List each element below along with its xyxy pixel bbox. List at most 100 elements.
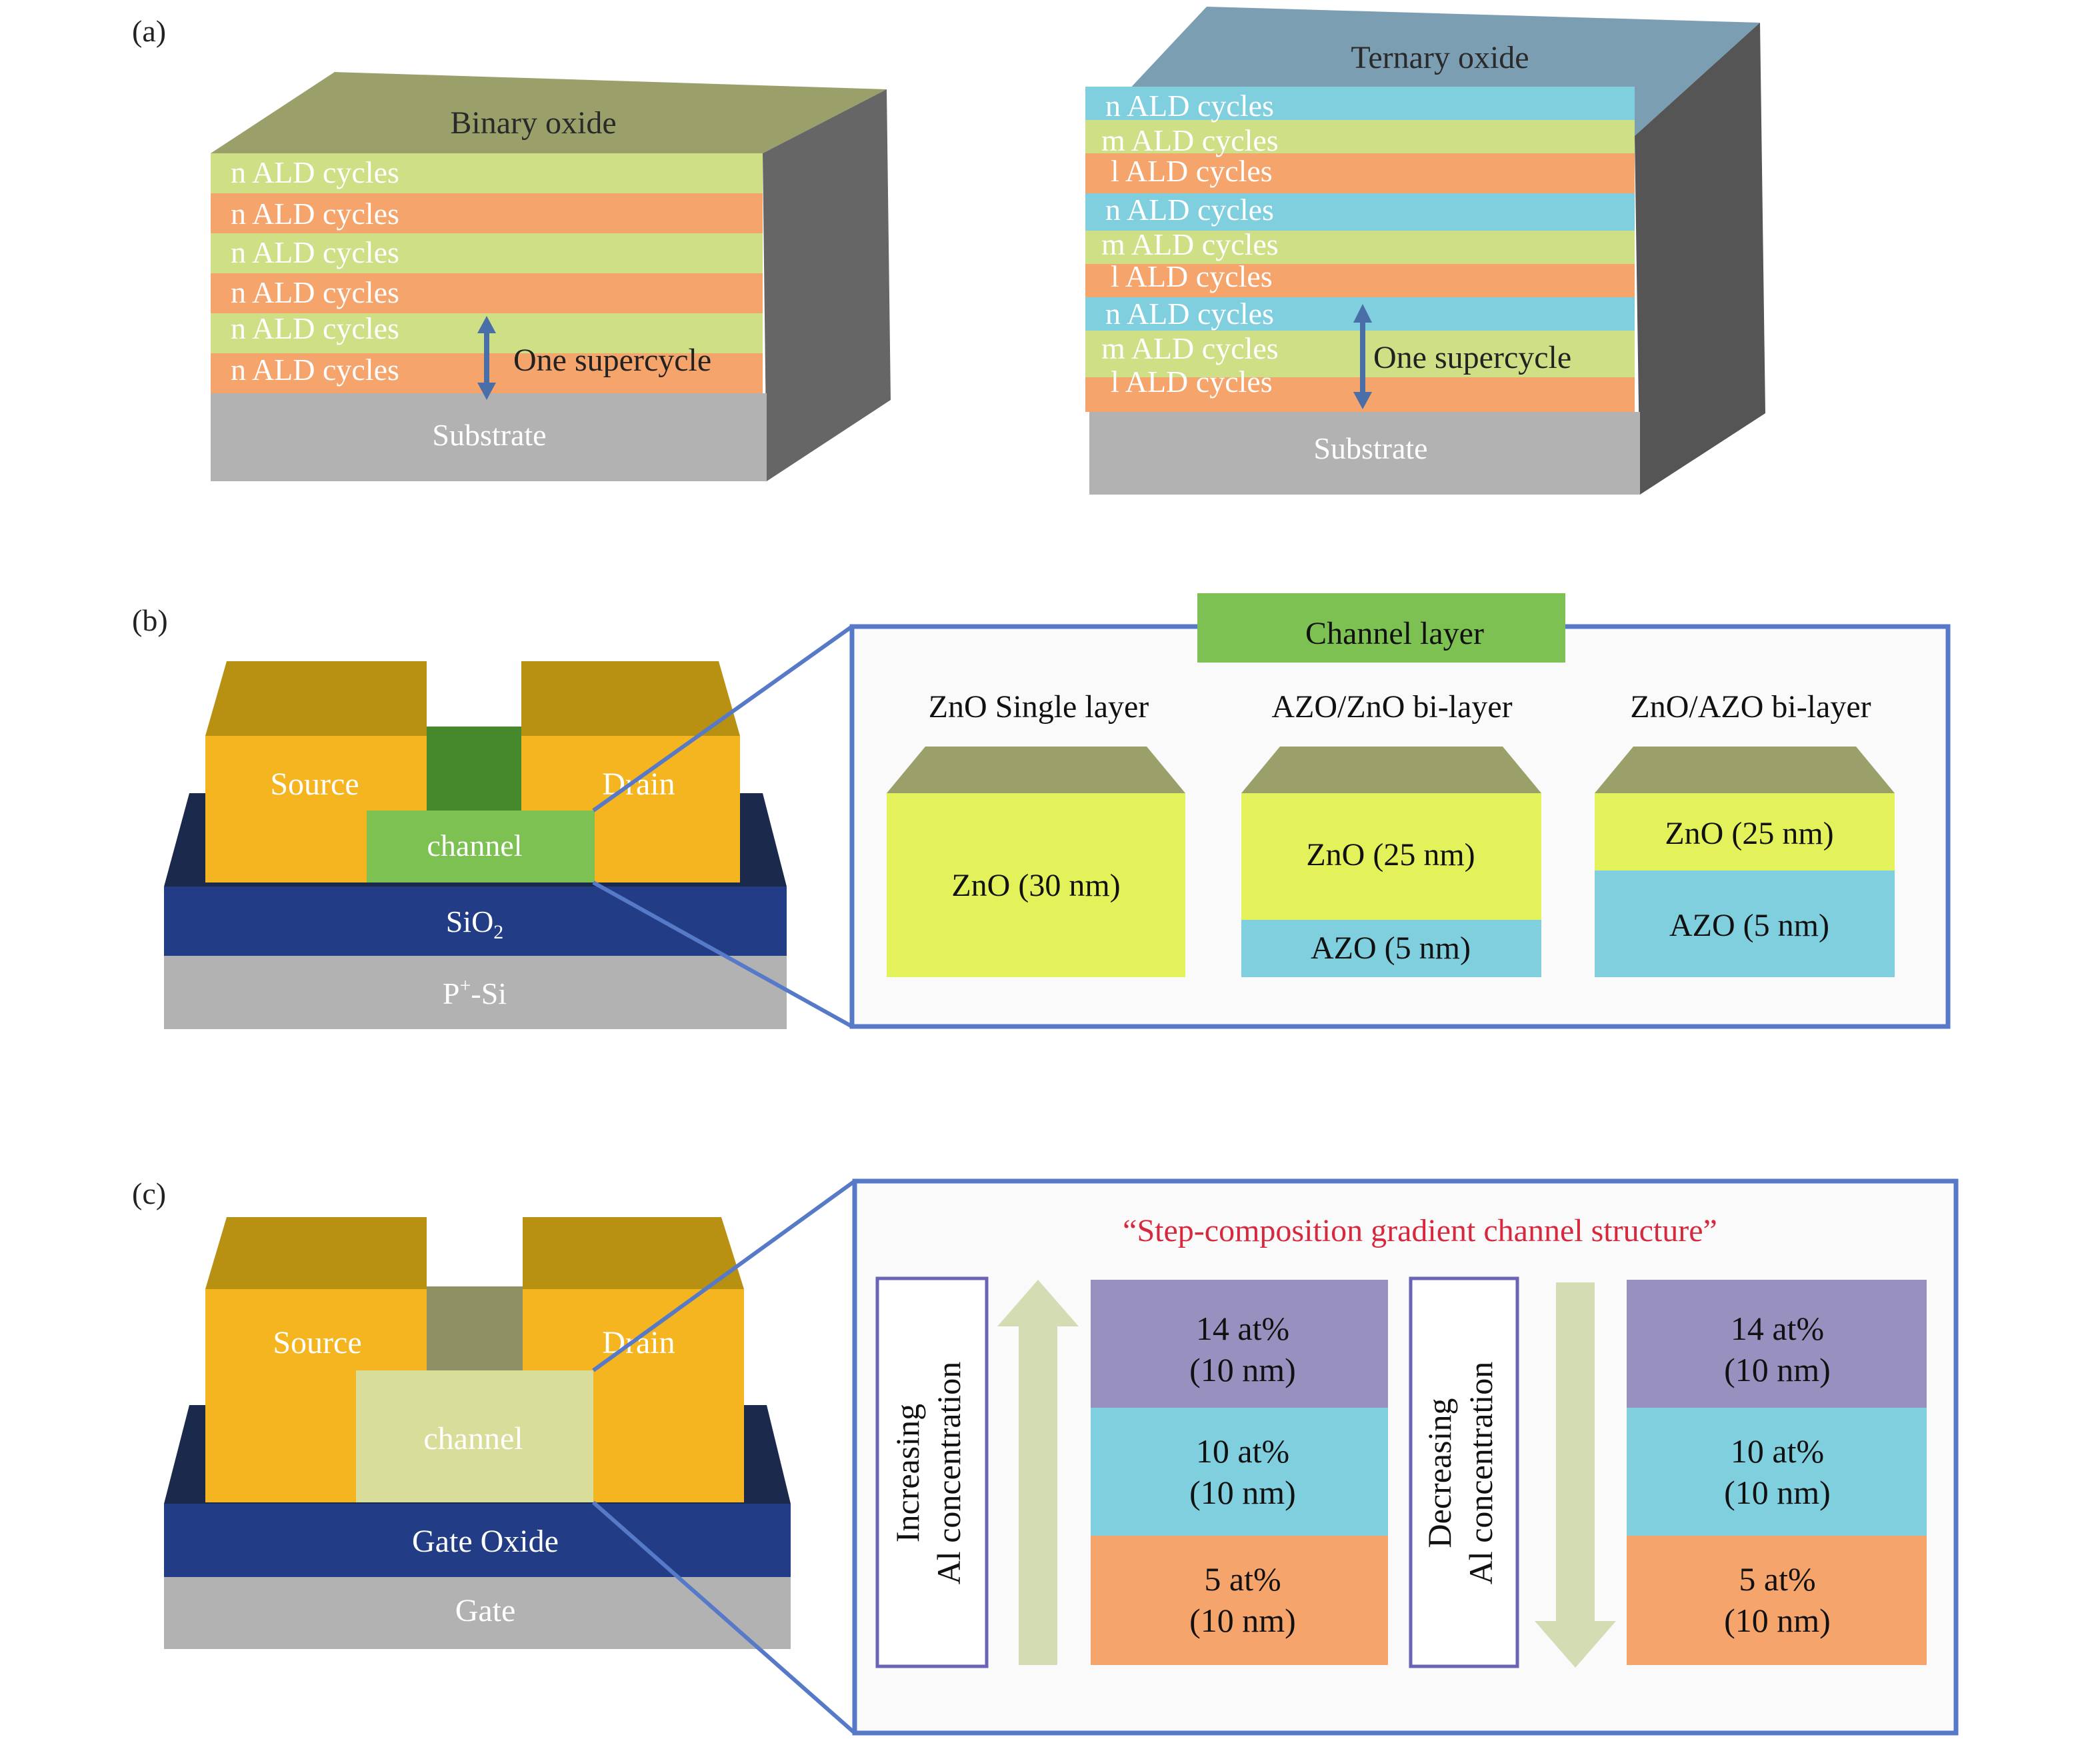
b-col1-zno-label: ZnO (30 nm) — [951, 868, 1120, 903]
c-up-arrow-icon — [997, 1280, 1079, 1665]
ternary-layer-6-label: l ALD cycles — [1111, 259, 1273, 293]
b-col3-zno — [1595, 793, 1895, 870]
binary-supercycle-label: One supercycle — [513, 343, 711, 378]
b-col2-azo-label: AZO (5 nm) — [1311, 930, 1471, 966]
c-left-5-pct: 5 at% — [1204, 1560, 1281, 1598]
c-right-10-thick: (10 nm) — [1724, 1474, 1831, 1511]
c-oxide-layer — [164, 1504, 791, 1577]
b-col1-title: ZnO Single layer — [929, 689, 1149, 725]
c-left-5-thick: (10 nm) — [1189, 1602, 1296, 1639]
c-down-arrow-icon — [1535, 1282, 1616, 1668]
binary-layer-3-label: n ALD cycles — [231, 235, 399, 269]
c-source-top — [205, 1217, 427, 1289]
b-gate-layer — [164, 956, 787, 1029]
ternary-layer-9-label: l ALD cycles — [1111, 365, 1273, 399]
binary-layer-1 — [211, 153, 763, 193]
ternary-substrate — [1089, 412, 1640, 495]
ternary-layer-4-label: n ALD cycles — [1105, 193, 1274, 227]
binary-layer-1-label: n ALD cycles — [231, 155, 399, 189]
c-left-10-pct: 10 at% — [1196, 1432, 1289, 1470]
c-right-5 — [1627, 1536, 1927, 1665]
b-drain-top — [521, 661, 740, 736]
c-right-14 — [1627, 1280, 1927, 1408]
c-left-14 — [1091, 1280, 1388, 1408]
binary-layer-4 — [211, 273, 763, 313]
c-decreasing-line2: Al concentration — [1462, 1362, 1499, 1585]
c-increasing-line1: Increasing — [889, 1404, 926, 1542]
c-increasing-text: Increasing Al concentration — [889, 1362, 967, 1585]
c-gate-layer — [164, 1577, 791, 1649]
c-left-14-thick: (10 nm) — [1189, 1351, 1296, 1388]
binary-layer-2-label: n ALD cycles — [231, 197, 399, 231]
c-source-label: Source — [273, 1325, 361, 1360]
b-column-azo-zno: AZO/ZnO bi-layer ZnO (25 nm) AZO (5 nm) — [1241, 689, 1541, 977]
c-right-10 — [1627, 1408, 1927, 1536]
ternary-layer-3-label: l ALD cycles — [1111, 154, 1273, 188]
b-col2-title: AZO/ZnO bi-layer — [1271, 689, 1512, 725]
b-col1-top — [887, 747, 1185, 793]
binary-layer-3 — [211, 233, 763, 273]
b-source-label: Source — [270, 767, 359, 802]
c-decreasing-text: Decreasing Al concentration — [1421, 1362, 1499, 1585]
c-right-14-pct: 14 at% — [1731, 1310, 1824, 1347]
b-col2-top — [1241, 747, 1541, 793]
b-col3-title: ZnO/AZO bi-layer — [1630, 689, 1871, 725]
c-drain-top — [523, 1217, 744, 1289]
ternary-layer-7-label: n ALD cycles — [1105, 297, 1274, 331]
binary-top-face — [211, 72, 887, 153]
b-col2-azo — [1241, 920, 1541, 977]
ternary-layer-1-label: n ALD cycles — [1105, 89, 1274, 123]
panel-c-label: (c) — [132, 1176, 166, 1210]
c-decreasing-box — [1409, 1276, 1519, 1668]
b-zoom-line-top — [592, 625, 853, 813]
c-right-14-thick: (10 nm) — [1724, 1351, 1831, 1388]
ternary-layer-5 — [1085, 231, 1635, 264]
tft-device-c: Source Drain channel Gate Oxide Gate — [164, 1217, 791, 1649]
b-col1-zno — [887, 793, 1185, 977]
b-col2-zno-label: ZnO (25 nm) — [1306, 837, 1475, 872]
c-left-14-pct: 14 at% — [1196, 1310, 1289, 1347]
binary-layer-6-label: n ALD cycles — [231, 353, 399, 387]
binary-oxide-block: Binary oxide n ALD cycles n ALD cycles n… — [211, 72, 891, 481]
c-channel — [356, 1370, 593, 1502]
binary-layer-4-label: n ALD cycles — [231, 275, 399, 309]
c-right-10-pct: 10 at% — [1731, 1432, 1824, 1470]
panel-b-label: (b) — [132, 603, 168, 637]
ternary-title: Ternary oxide — [1351, 40, 1529, 75]
ternary-layer-2 — [1085, 120, 1635, 153]
panel-b: (b) Source Drain channel SiO2 P+-Si — [132, 593, 1951, 1029]
binary-title: Binary oxide — [450, 105, 616, 141]
c-zoom-line-bottom — [592, 1500, 856, 1735]
c-increasing-line2: Al concentration — [930, 1362, 967, 1585]
ternary-layer-6 — [1085, 264, 1635, 297]
b-zoom-line-bottom — [592, 880, 853, 1028]
panel-a-label: (a) — [132, 14, 166, 48]
b-source-top — [205, 661, 427, 736]
ternary-supercycle-arrow — [1353, 304, 1372, 409]
b-channel-back — [427, 727, 521, 811]
ternary-layer-2-label: m ALD cycles — [1101, 123, 1279, 157]
panel-a: (a) Binary oxide n ALD cycles n ALD cycl… — [132, 7, 1765, 495]
ternary-layer-8-label: m ALD cycles — [1101, 331, 1279, 365]
b-header-box — [1197, 593, 1565, 663]
b-col3-azo — [1595, 870, 1895, 977]
c-stack-left: 14 at% (10 nm) 10 at% (10 nm) 5 at% (10 … — [1091, 1280, 1388, 1665]
c-stack-right: 14 at% (10 nm) 10 at% (10 nm) 5 at% (10 … — [1627, 1280, 1927, 1665]
binary-layer-5-label: n ALD cycles — [231, 311, 399, 345]
c-right-5-thick: (10 nm) — [1724, 1602, 1831, 1639]
ternary-layer-5-label: m ALD cycles — [1101, 227, 1279, 261]
c-left-10 — [1091, 1408, 1388, 1536]
ternary-oxide-block: Ternary oxide n ALD cycles m ALD cycles … — [1085, 7, 1765, 495]
c-left-5 — [1091, 1536, 1388, 1665]
b-col3-azo-label: AZO (5 nm) — [1669, 908, 1829, 943]
binary-layer-2 — [211, 193, 763, 233]
b-col3-zno-label: ZnO (25 nm) — [1665, 816, 1833, 851]
b-channel-label: channel — [427, 829, 522, 863]
ternary-substrate-label: Substrate — [1313, 431, 1427, 465]
c-increasing-box — [875, 1276, 989, 1668]
c-decreasing-line1: Decreasing — [1421, 1398, 1458, 1548]
b-oxide-layer — [164, 886, 787, 956]
c-inset-title: “Step-composition gradient channel struc… — [1123, 1213, 1717, 1248]
binary-supercycle-arrow — [477, 316, 496, 400]
